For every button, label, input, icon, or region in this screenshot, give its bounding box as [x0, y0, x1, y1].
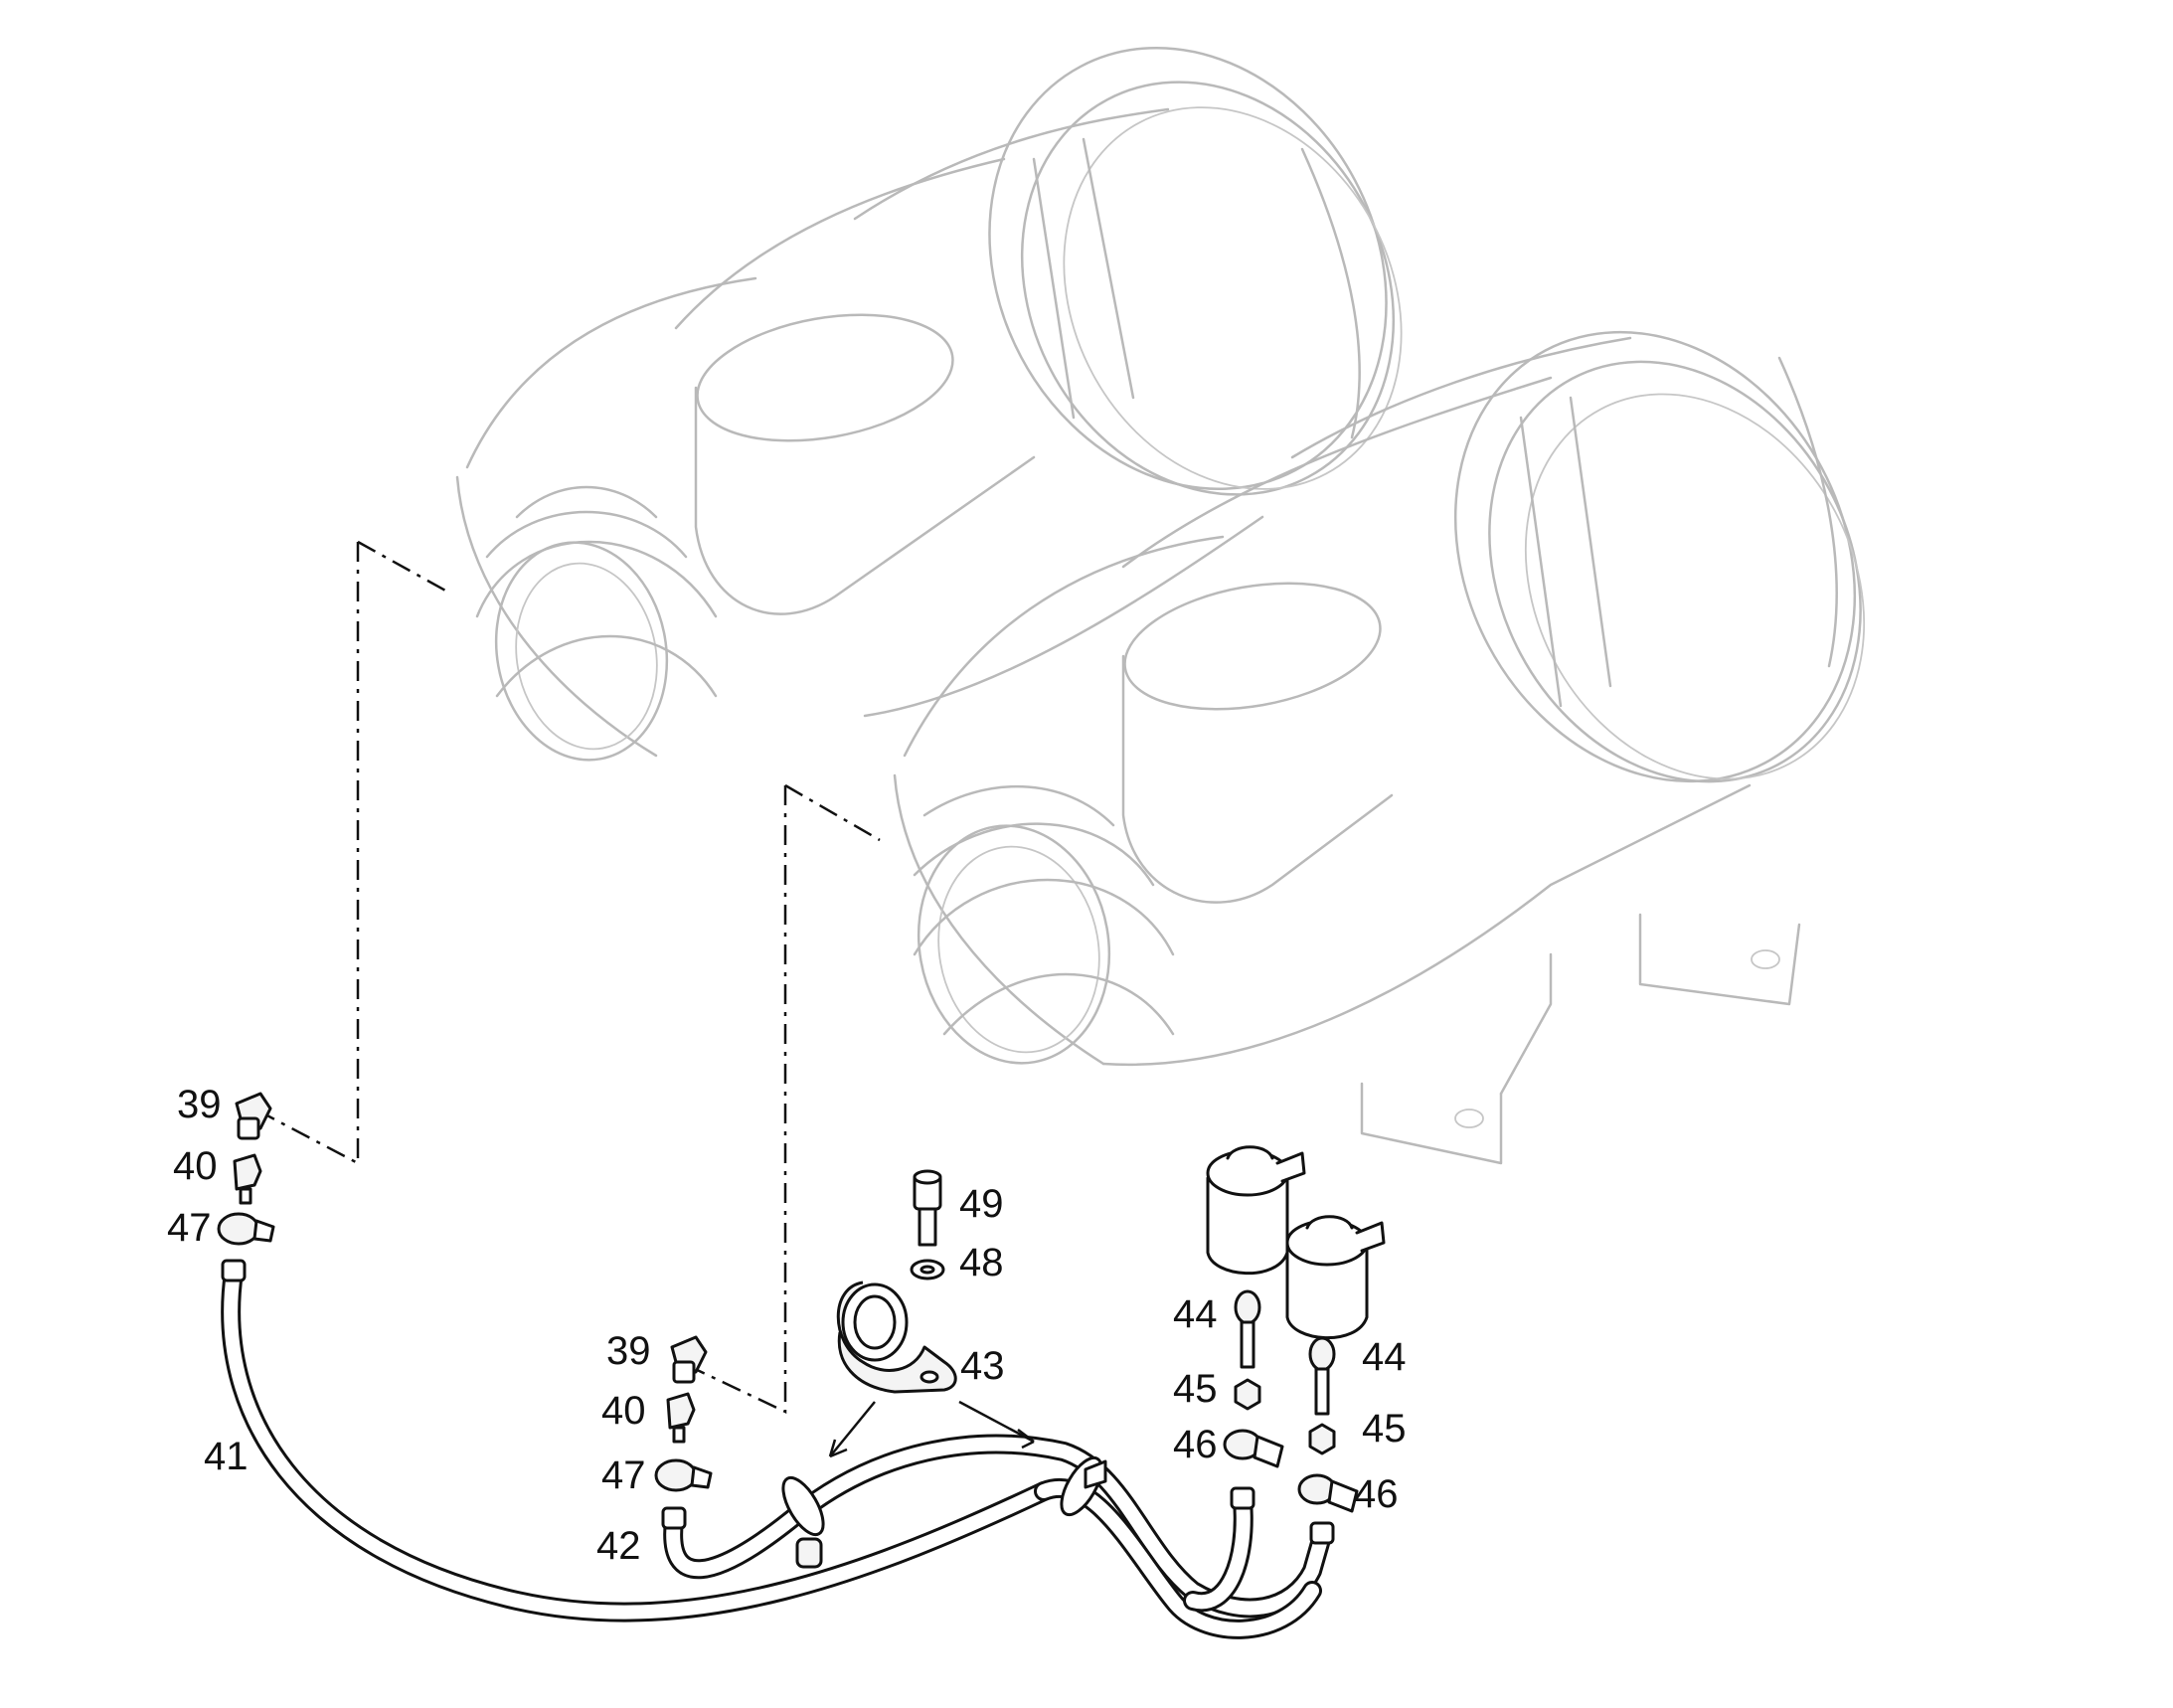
callout-48: 48 — [959, 1241, 1004, 1284]
leader-lines — [262, 540, 881, 1414]
fitting-44-right — [1308, 1336, 1336, 1416]
adapter-40-left — [233, 1153, 262, 1205]
nut-45-right — [1308, 1423, 1336, 1455]
callout-47-mid: 47 — [601, 1453, 646, 1497]
callout-39-mid: 39 — [606, 1329, 651, 1373]
callout-41: 41 — [204, 1435, 249, 1478]
callout-45-left: 45 — [1173, 1367, 1218, 1411]
clip-47-left — [217, 1212, 275, 1246]
callout-42: 42 — [596, 1524, 641, 1568]
callout-39-left: 39 — [177, 1083, 222, 1126]
p-clamp-43 — [836, 1281, 957, 1394]
hose-42 — [663, 1434, 1332, 1619]
restriction-indicator-left — [1206, 1145, 1306, 1276]
elbow-fitting-39-left — [235, 1092, 272, 1140]
callout-43: 43 — [960, 1344, 1005, 1388]
callout-labels: 39 40 47 41 39 40 47 42 49 48 43 44 45 4… — [167, 1083, 1407, 1568]
callout-46-left: 46 — [1173, 1423, 1218, 1466]
callout-40-left: 40 — [173, 1144, 218, 1188]
clip-46-left — [1223, 1429, 1284, 1468]
clip-47-mid — [654, 1458, 713, 1492]
bolt-49 — [913, 1169, 942, 1247]
hose-clamp-left — [781, 1475, 825, 1569]
callout-47-left: 47 — [167, 1206, 212, 1250]
elbow-fitting-39-mid — [670, 1335, 708, 1384]
nut-45-left — [1234, 1378, 1261, 1411]
callout-49: 49 — [959, 1182, 1004, 1226]
air-filter-housing-front — [893, 330, 1866, 1165]
callout-40-mid: 40 — [601, 1389, 646, 1433]
air-filter-housing-rear — [455, 46, 1403, 762]
washer-48 — [910, 1259, 945, 1281]
hose-end-fittings — [221, 1259, 1335, 1545]
callout-44-left: 44 — [1173, 1292, 1218, 1336]
fitting-44-left — [1234, 1289, 1261, 1369]
callout-44-right: 44 — [1362, 1335, 1407, 1379]
restriction-indicator-right — [1285, 1215, 1386, 1340]
callout-46-right: 46 — [1354, 1472, 1399, 1516]
hose-41 — [221, 1263, 1054, 1623]
callout-45-right: 45 — [1362, 1407, 1407, 1451]
hose-clamp-right — [1060, 1455, 1107, 1517]
adapter-40-mid — [666, 1392, 696, 1444]
direction-arrows — [828, 1400, 1035, 1458]
clip-46-right — [1297, 1473, 1359, 1513]
